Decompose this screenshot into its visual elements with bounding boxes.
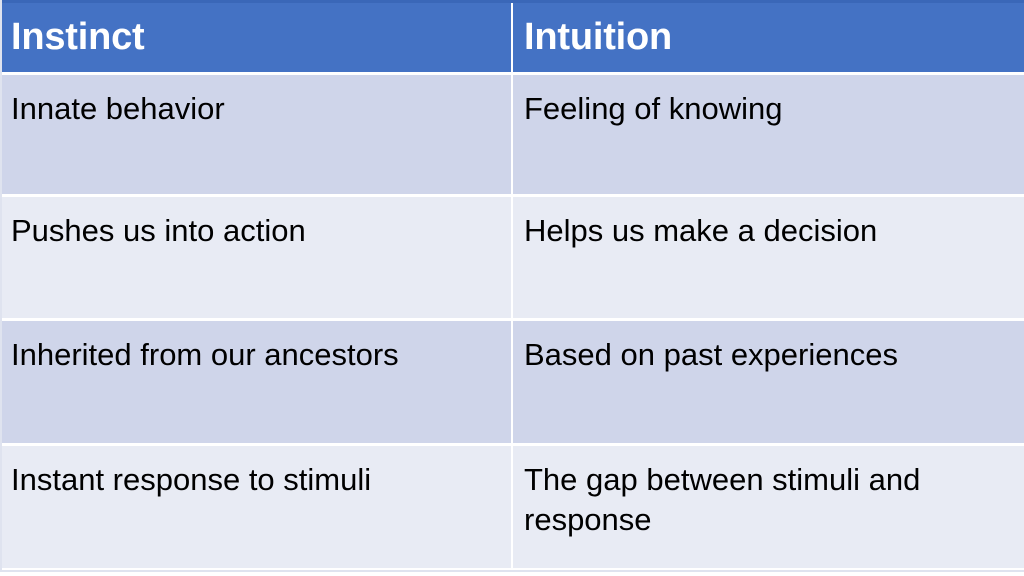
table-head: Instinct Intuition bbox=[0, 1, 1024, 74]
table-row: Instant response to stimuli The gap betw… bbox=[0, 443, 1024, 568]
cell-instinct-2: Pushes us into action bbox=[0, 194, 513, 320]
table-header-row: Instinct Intuition bbox=[0, 1, 1024, 74]
column-header-instinct: Instinct bbox=[0, 1, 513, 74]
cell-instinct-3: Inherited from our ancestors bbox=[0, 318, 513, 445]
cell-intuition-1: Feeling of knowing bbox=[512, 72, 1024, 196]
table-row: Pushes us into action Helps us make a de… bbox=[0, 194, 1024, 320]
table-bottom-border bbox=[0, 570, 1024, 572]
cell-intuition-2: Helps us make a decision bbox=[512, 194, 1024, 320]
cell-instinct-1: Innate behavior bbox=[0, 72, 513, 196]
table-body: Innate behavior Feeling of knowing Pushe… bbox=[0, 72, 1024, 568]
cell-instinct-4: Instant response to stimuli bbox=[0, 443, 513, 568]
table-row: Inherited from our ancestors Based on pa… bbox=[0, 318, 1024, 445]
cell-intuition-4: The gap between stimuli and response bbox=[512, 443, 1024, 568]
table-row: Innate behavior Feeling of knowing bbox=[0, 72, 1024, 196]
column-header-intuition: Intuition bbox=[512, 1, 1024, 74]
cell-intuition-3: Based on past experiences bbox=[512, 318, 1024, 445]
table-left-border bbox=[0, 0, 2, 570]
